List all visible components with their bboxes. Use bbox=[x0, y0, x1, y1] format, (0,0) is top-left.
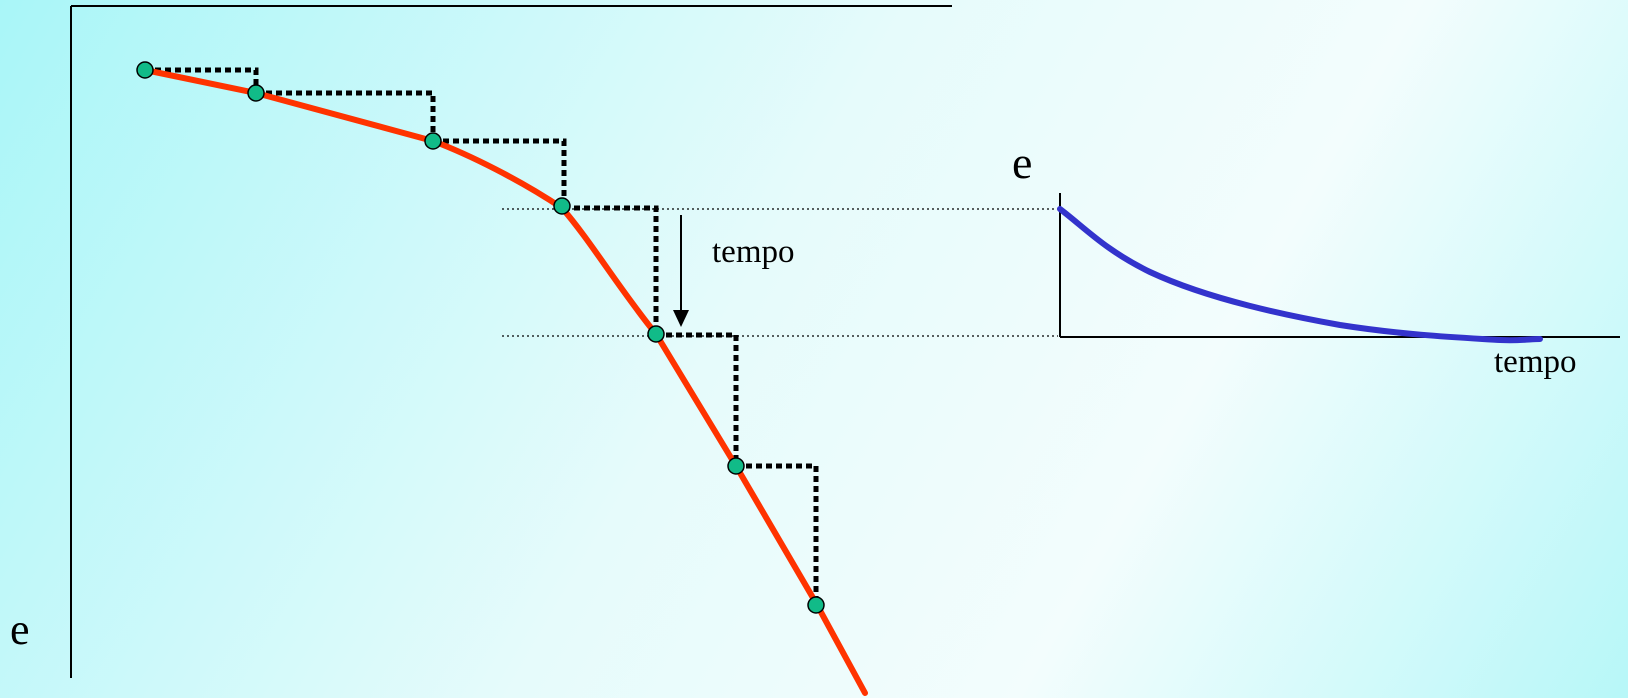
step-5 bbox=[656, 332, 739, 464]
curve-point bbox=[424, 132, 442, 150]
step-1 bbox=[145, 67, 259, 93]
arrow-head-icon bbox=[673, 310, 689, 327]
curve-point bbox=[727, 457, 745, 475]
curve-point bbox=[247, 84, 265, 102]
curve-point bbox=[136, 61, 154, 79]
step-6 bbox=[736, 463, 819, 603]
staircase-steps bbox=[145, 67, 819, 603]
curve-point bbox=[553, 197, 571, 215]
blue-decay-curve bbox=[1057, 206, 1543, 344]
time-arrow-label: tempo bbox=[712, 234, 794, 270]
step-3 bbox=[433, 138, 567, 206]
step-4 bbox=[564, 205, 659, 334]
curve-point bbox=[807, 596, 825, 614]
curve-points bbox=[136, 61, 825, 614]
right-x-axis-label: tempo bbox=[1494, 344, 1576, 380]
curve-point bbox=[647, 325, 665, 343]
red-curve bbox=[142, 67, 868, 696]
time-arrow bbox=[673, 215, 689, 327]
left-axis-e-label: e bbox=[10, 605, 30, 654]
right-axis-e-label: e bbox=[1012, 137, 1032, 188]
